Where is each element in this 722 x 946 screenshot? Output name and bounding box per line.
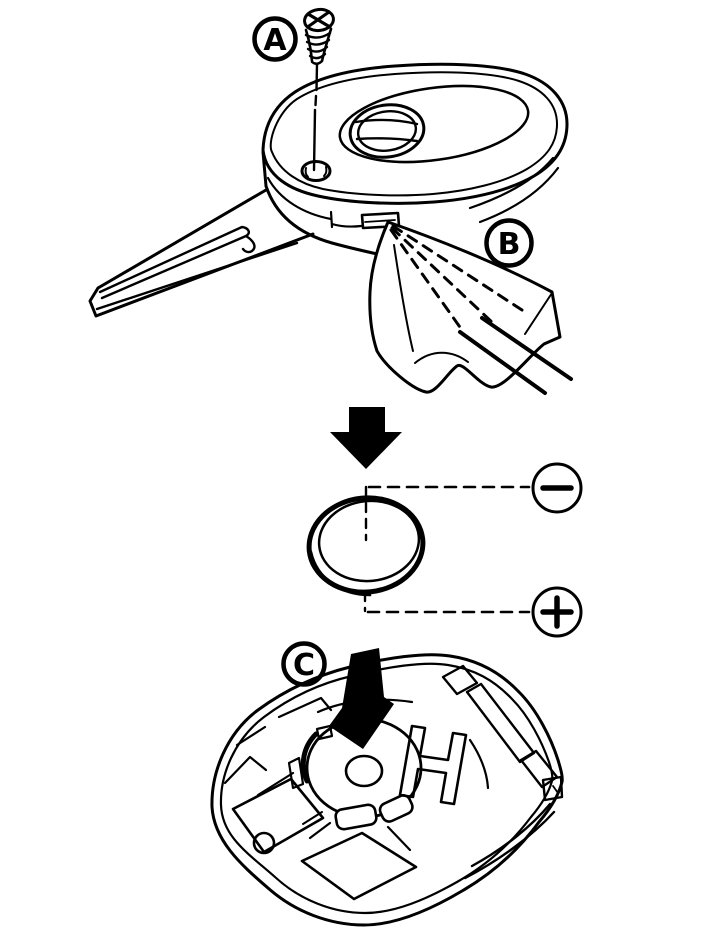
rib-end-block: [541, 775, 564, 802]
emblem-bar: [354, 118, 419, 143]
slot-inner-line: [364, 219, 396, 223]
fob-wall-left-edge: [261, 150, 268, 188]
screw-head: [303, 7, 335, 33]
fob-back-outline: [210, 653, 564, 927]
cloth-outline: [368, 220, 562, 394]
rib-end-mark: [552, 785, 559, 794]
screw-centerline: [312, 62, 319, 172]
emblem-outer-ring: [348, 103, 426, 159]
plus-icon: [540, 595, 574, 629]
shell-edge-curves: [463, 802, 556, 880]
screw-hole: [300, 160, 332, 182]
blade-bevel-line: [95, 241, 299, 311]
down-arrow-icon: [330, 407, 402, 469]
h-cutout: [398, 724, 468, 806]
battery-recess: [300, 717, 423, 831]
compartment-trapezoid: [300, 831, 418, 901]
callout-c-label: C: [293, 648, 315, 683]
screw-phillips-cross-icon: [306, 10, 332, 29]
brand-emblem-icon: [348, 103, 426, 159]
recess-spring-clip: [300, 731, 319, 784]
battery-center-dashed-line: [363, 485, 368, 613]
positive-circle: [531, 586, 583, 638]
fob-face-inset: [269, 71, 558, 197]
callout-b-label: B: [498, 227, 521, 262]
screwdriver-shaft-lines: [458, 316, 573, 395]
rib-extension: [519, 749, 559, 789]
fob-parting-line: [266, 176, 363, 229]
fob-face-outline: [261, 62, 569, 205]
small-hole: [252, 831, 276, 855]
center-hole: [344, 754, 384, 788]
negative-circle: [531, 462, 583, 514]
battery-top-face: [317, 499, 421, 583]
positive-terminal-callout: [531, 586, 583, 638]
cloth-fold-lines: [393, 244, 553, 364]
emblem-inner-ring: [356, 110, 418, 152]
callout-b: B: [484, 218, 534, 268]
callout-b-circle: [484, 218, 534, 268]
rib-curve-right: [468, 738, 490, 790]
battery-outer-rim: [306, 495, 426, 595]
callout-a-circle: [252, 16, 298, 62]
coin-battery: [306, 495, 426, 597]
battery-bottom-edge: [309, 550, 372, 597]
quad-notch-line: [302, 811, 323, 825]
rib-parallelogram: [441, 664, 479, 696]
screw-hole-inner: [304, 166, 328, 178]
insert-arrow-icon: [329, 648, 394, 749]
key-blade: [88, 188, 315, 318]
callout-a-label: A: [263, 23, 287, 58]
battery-tab-left: [334, 803, 378, 831]
fob-wall-bottom: [264, 184, 388, 258]
polarity-callouts: [363, 462, 583, 638]
fob-back-inner-rim: [219, 662, 554, 915]
emblem-recess: [338, 84, 530, 164]
key-fob-back: [210, 653, 564, 927]
compartment-quad: [231, 777, 325, 854]
interior-ribs-bottom: [308, 821, 412, 852]
interior-ribs-left: [223, 696, 414, 797]
key-fob-top: [261, 62, 569, 258]
screw-hole-ring: [300, 160, 332, 182]
protective-cloth: [368, 220, 573, 395]
screw-threads: [304, 31, 332, 65]
battery-tab-right: [378, 794, 414, 823]
clip-notch: [315, 724, 334, 741]
screwdriver-hidden-dashed-lines: [389, 224, 524, 332]
blade-groove-lines: [98, 225, 256, 300]
callout-a: A: [252, 16, 298, 62]
fob-parting-line-right: [468, 156, 560, 224]
negative-terminal-callout: [531, 462, 583, 514]
blade-outline: [88, 188, 315, 318]
screw-icon: [303, 7, 335, 172]
